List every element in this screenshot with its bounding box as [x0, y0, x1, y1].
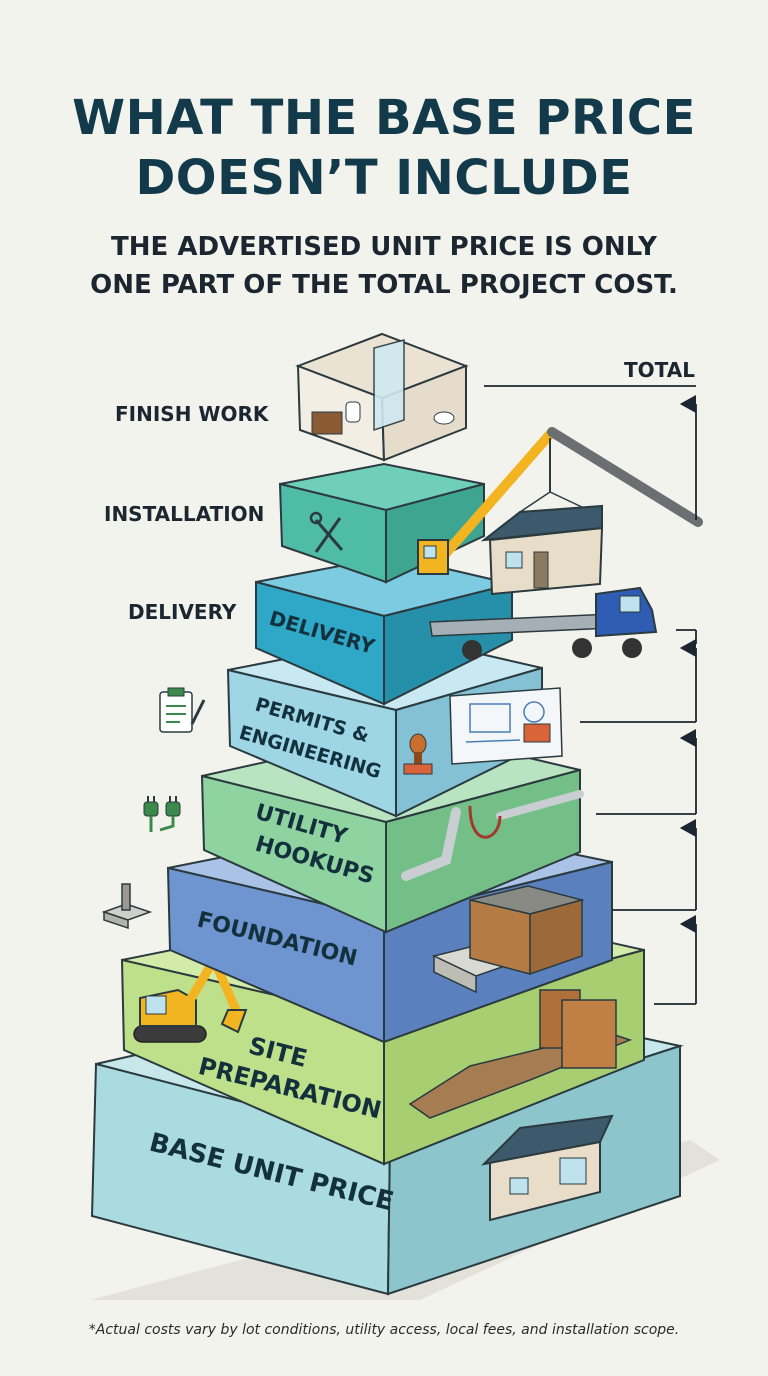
footnote: *Actual costs vary by lot conditions, ut… [88, 1322, 680, 1338]
crane-icon [417, 427, 703, 575]
pipe-icon [401, 790, 584, 881]
subtitle-line-2: ONE PART OF THE TOTAL PROJECT COST. [90, 270, 678, 300]
stamp-icon [403, 733, 433, 775]
clipboard-icon [159, 687, 206, 733]
title-line-1: WHAT THE BASE PRICE [72, 90, 696, 146]
modular-unit-icon [480, 504, 604, 596]
subtitle-line-1: THE ADVERTISED UNIT PRICE IS ONLY [111, 232, 657, 262]
title-line-2: DOESN’T INCLUDE [135, 150, 633, 206]
truck-icon [429, 586, 658, 660]
post-icon [101, 883, 153, 930]
wrench-screwdriver-icon [309, 511, 344, 553]
finish-work-label: FINISH WORK [115, 402, 269, 426]
installation-label: INSTALLATION [104, 502, 265, 526]
total-bracket [484, 385, 697, 1005]
delivery-label: DELIVERY [128, 600, 237, 624]
lumber-icon [539, 989, 617, 1069]
subtitle: THE ADVERTISED UNIT PRICE IS ONLY ONE PA… [0, 228, 768, 304]
formwork-icon [431, 885, 585, 994]
plug-icon [143, 796, 181, 832]
bathroom-icon [295, 332, 469, 462]
page-title: WHAT THE BASE PRICE DOESN’T INCLUDE [0, 88, 768, 208]
house-icon [480, 1114, 614, 1222]
total-label: TOTAL [624, 358, 695, 382]
installation-layer [278, 462, 485, 584]
blueprint-icon [449, 687, 563, 765]
